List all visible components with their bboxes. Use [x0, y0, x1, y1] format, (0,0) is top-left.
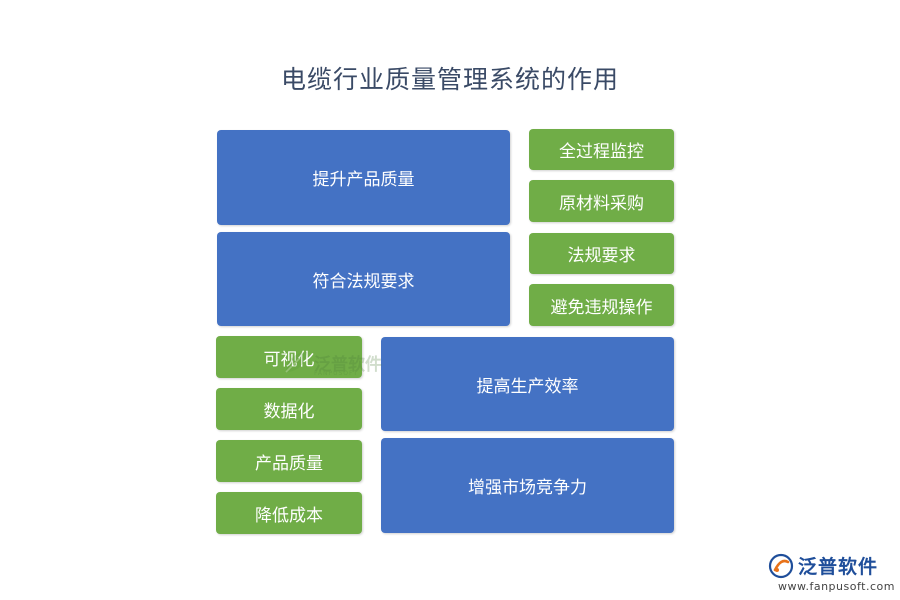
block-visualization: 可视化 — [216, 336, 362, 378]
block-reduce-cost: 降低成本 — [216, 492, 362, 534]
watermark-sub: FANPUSOFT — [314, 370, 359, 377]
watermark-text: 泛普软件 — [314, 354, 382, 375]
block-compliance: 符合法规要求 — [217, 232, 510, 326]
block-enhance-competitiveness: 增强市场竞争力 — [381, 438, 674, 533]
logo-url: www.fanpusoft.com — [778, 580, 895, 593]
logo-text: 泛普软件 — [798, 556, 879, 578]
block-improve-efficiency: 提高生产效率 — [381, 337, 674, 431]
block-regulatory-requirements: 法规要求 — [529, 233, 674, 274]
leaf-icon — [285, 352, 307, 373]
brand-logo: 泛普软件 — [768, 552, 878, 579]
block-full-process-monitoring: 全过程监控 — [529, 129, 674, 170]
watermark: 泛普软件 FANPUSOFT — [282, 348, 382, 377]
block-product-quality: 产品质量 — [216, 440, 362, 482]
page-title: 电缆行业质量管理系统的作用 — [280, 65, 619, 94]
logo-icon — [768, 553, 794, 578]
block-digitization: 数据化 — [216, 388, 362, 430]
block-raw-material-purchase: 原材料采购 — [529, 180, 674, 222]
block-avoid-violations: 避免违规操作 — [529, 284, 674, 326]
block-improve-quality: 提升产品质量 — [217, 130, 510, 225]
